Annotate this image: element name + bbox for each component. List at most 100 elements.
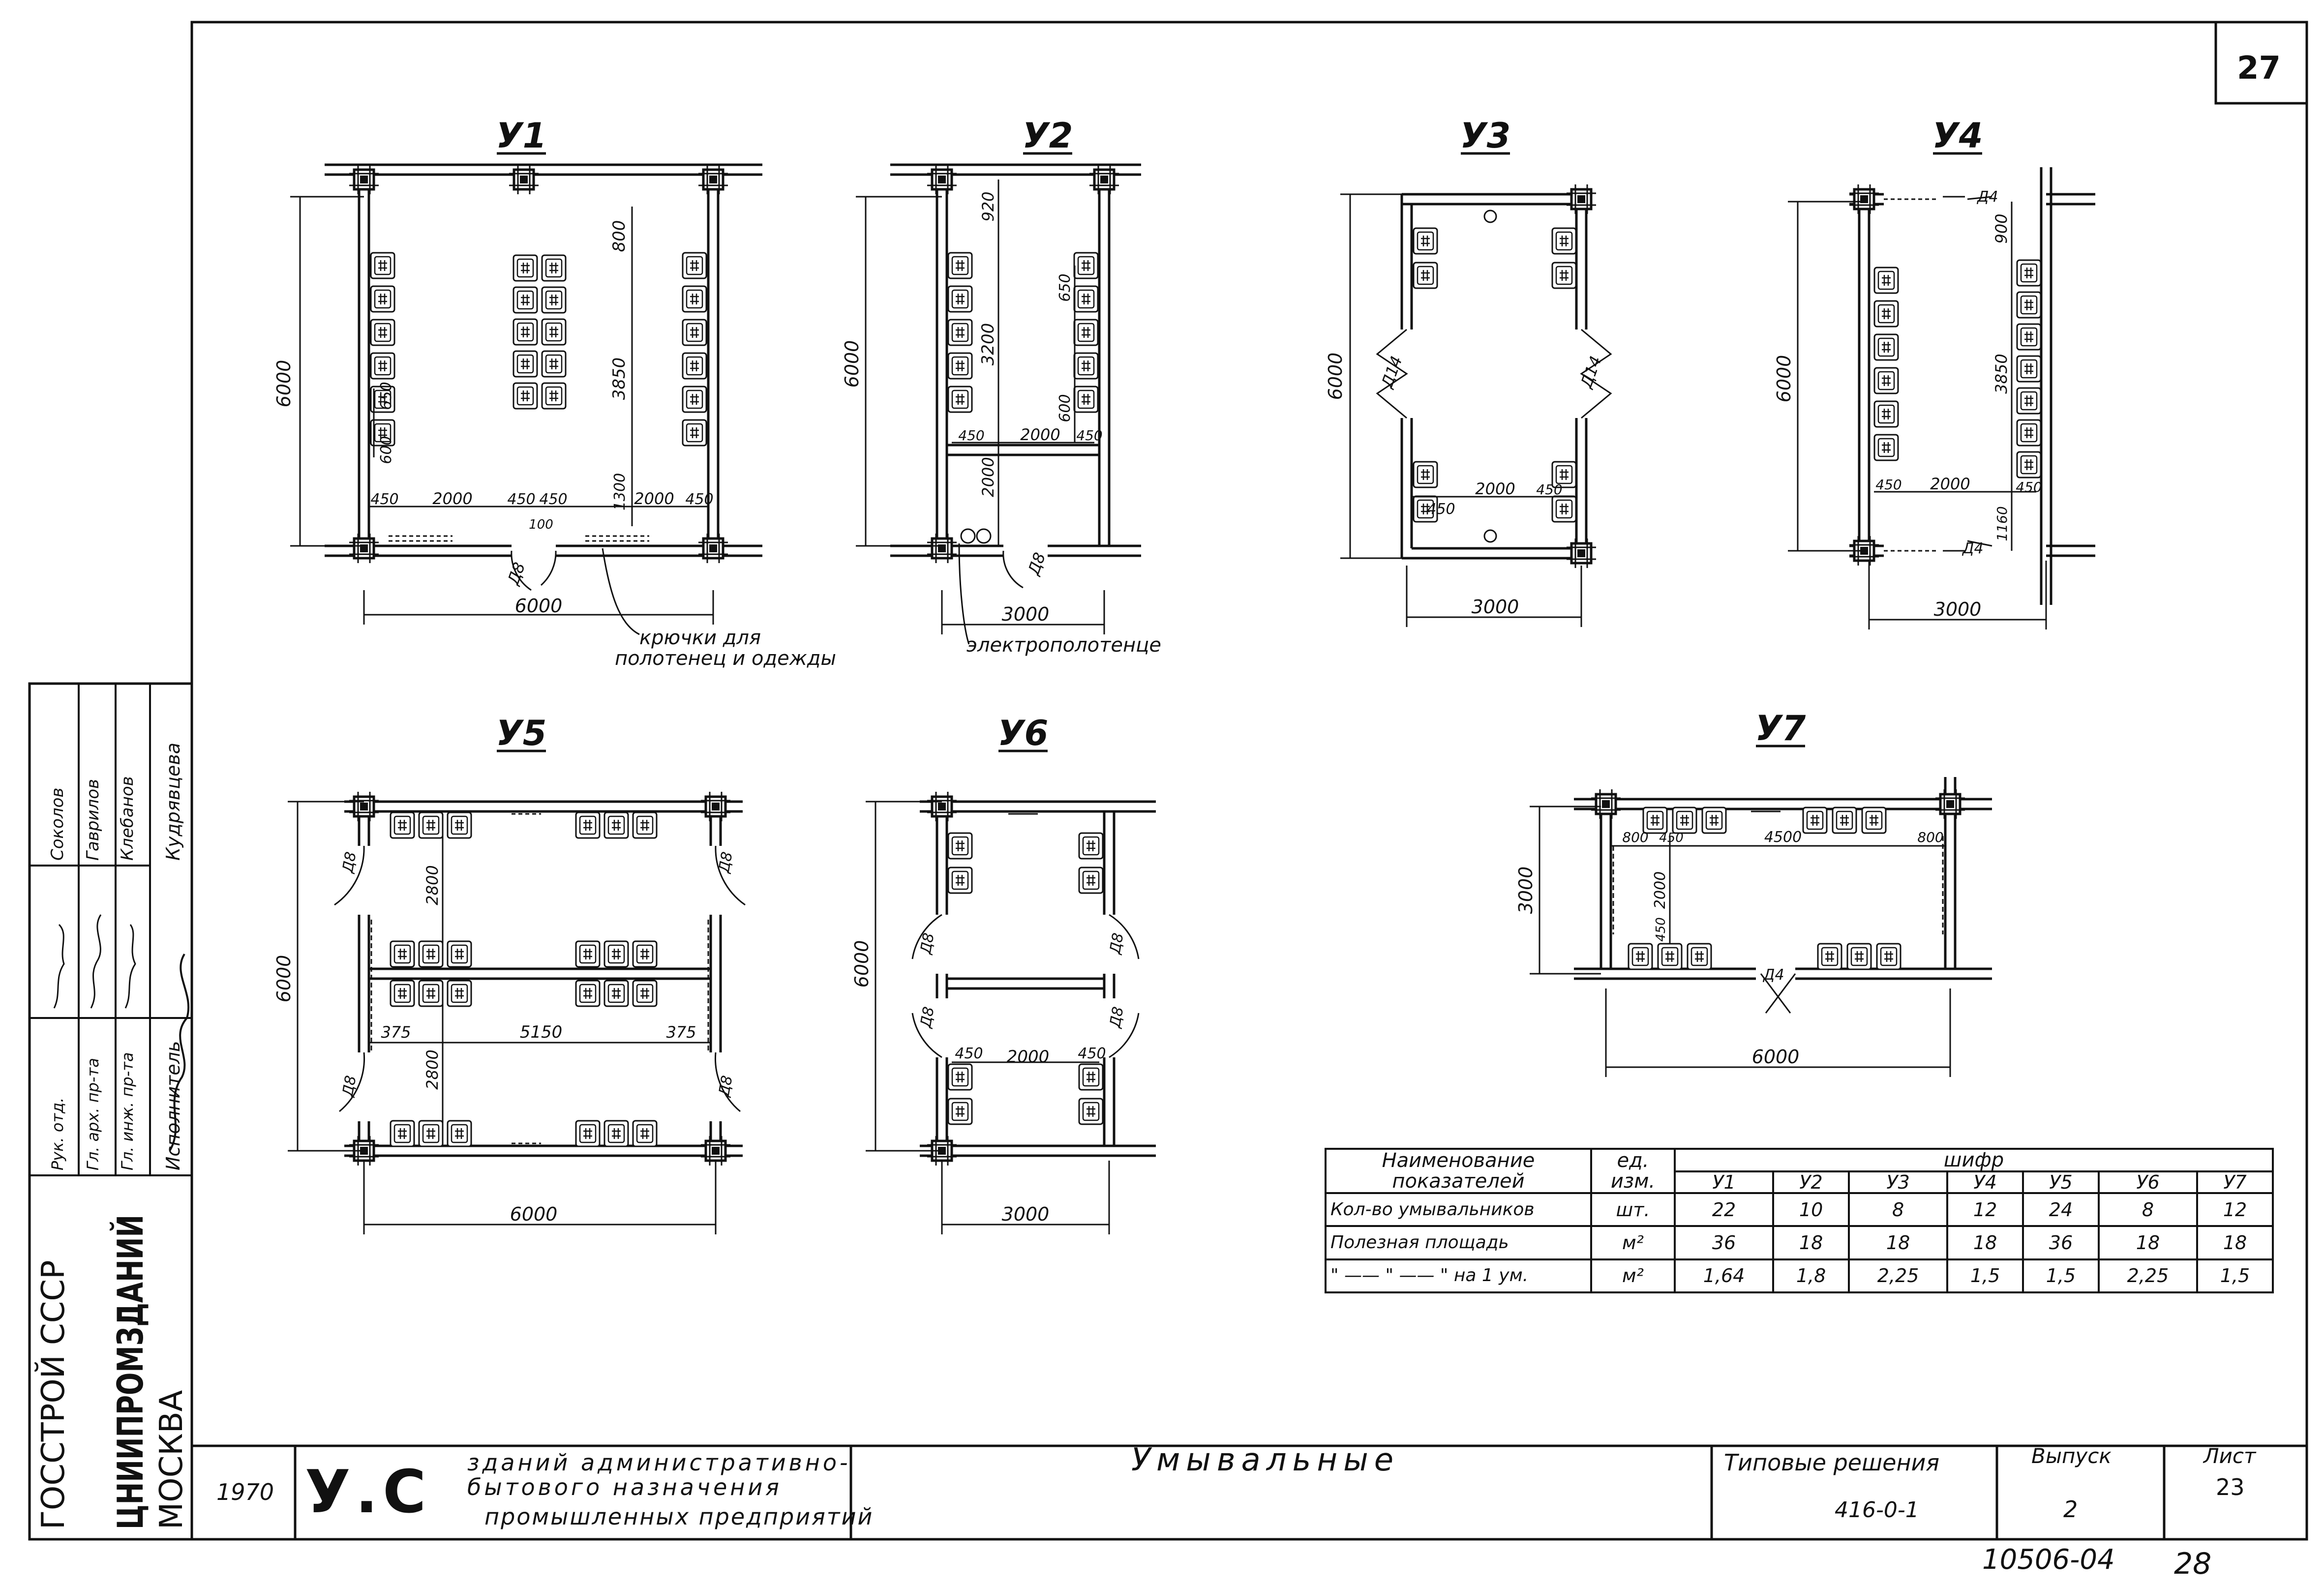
header-unit-line2: изм. <box>1610 1170 1656 1193</box>
cell: 36 <box>2022 1225 2100 1260</box>
signature-1 <box>53 924 65 1009</box>
header-unit-cell: ед. изм. <box>1590 1148 1676 1194</box>
dim-u5-d4: 5150 <box>520 1022 563 1042</box>
dim-u1-d5: 1300 <box>611 473 629 510</box>
role-4: Исполнитель <box>162 1041 184 1170</box>
issue-value: 2 <box>2063 1496 2078 1523</box>
cell: 18 <box>1946 1225 2024 1260</box>
code-u4: У4 <box>1946 1170 2024 1194</box>
dim-u2-d3: 650 <box>1056 273 1074 301</box>
dim-u2-d2: 3200 <box>978 323 998 366</box>
code-u2: У2 <box>1772 1170 1850 1194</box>
dim-u6-d2: 2000 <box>1007 1047 1050 1067</box>
header-name-line2: показателей <box>1392 1170 1525 1193</box>
dim-u2-d1: 920 <box>979 191 997 221</box>
plan-title: У5 <box>496 713 547 753</box>
door-u5-2: Д8 <box>715 850 736 875</box>
project-line1: зданий административно- <box>467 1449 851 1476</box>
spec-table: Наименование показателей ед. изм. шифр У… <box>1325 1148 2274 1294</box>
code-u3: У3 <box>1848 1170 1949 1194</box>
code-u7: У7 <box>2196 1170 2274 1194</box>
dim-u4-height: 6000 <box>1773 355 1795 403</box>
header-name-cell: Наименование показателей <box>1325 1148 1592 1194</box>
dim-u1-d3: 650 <box>378 382 395 410</box>
dim-u6-height: 6000 <box>851 940 873 988</box>
door-u6-3: Д8 <box>917 1005 937 1030</box>
dim-u3-d2: 450 <box>1427 501 1455 518</box>
header-unit-line1: ед. <box>1617 1149 1649 1172</box>
dim-u2-d5: 450 <box>958 427 984 444</box>
dim-u3-d1: 2000 <box>1475 479 1515 498</box>
table-row: Кол-во умывальников шт. 22 10 8 12 24 8 … <box>1325 1192 2274 1227</box>
table-row: Полезная площадь м² 36 18 18 18 36 18 18 <box>1325 1225 2274 1260</box>
plan-u5: У5 6000 <box>273 713 746 1234</box>
issue-label: Выпуск <box>2031 1444 2112 1468</box>
signature-4 <box>169 953 190 1152</box>
dim-u1-d7: 2000 <box>432 489 472 508</box>
door-u2: Д8 <box>1024 550 1049 578</box>
dim-u1-d11: 450 <box>685 491 713 508</box>
org-line1: ГОССТРОЙ СССР <box>34 1260 72 1529</box>
dim-u1-d8: 450 <box>507 491 535 508</box>
cell: 12 <box>1946 1192 2024 1227</box>
dim-u3-width: 3000 <box>1472 596 1519 618</box>
plan-title: У6 <box>998 713 1049 753</box>
cell: 1,8 <box>1772 1258 1850 1294</box>
door-u5-4: Д8 <box>715 1074 736 1099</box>
cell: 10 <box>1772 1192 1850 1227</box>
dim-u4-width: 3000 <box>1934 598 1982 620</box>
door-u3-left: Д14 <box>1377 354 1406 391</box>
dim-u1-d6: 450 <box>370 491 398 508</box>
dim-u1-d12: 100 <box>529 517 553 532</box>
dim-u4-d3: 450 <box>1875 477 1901 493</box>
page-number: 27 <box>2237 50 2281 87</box>
typical-code: 416-0-1 <box>1835 1497 1919 1523</box>
hooks-line1: крючки для <box>639 627 761 649</box>
annotation-dryer: электрополотенце <box>958 543 1161 657</box>
cell: 12 <box>2196 1192 2274 1227</box>
plan-u4: У4 6000 3000 900 3850 450 2000 450 1160 <box>1773 116 2095 629</box>
dim-u4-d1: 900 <box>1992 213 2011 243</box>
header-name-line1: Наименование <box>1382 1149 1535 1172</box>
dim-u6-width: 3000 <box>1002 1203 1050 1225</box>
dim-u3-height: 6000 <box>1325 353 1346 400</box>
door-u6: Д8 <box>917 931 937 956</box>
door-u3-right: Д14 <box>1576 354 1605 391</box>
cell: 8 <box>1848 1192 1949 1227</box>
door-u5-3: Д8 <box>339 1074 360 1099</box>
dim-u1-d10: 2000 <box>634 489 674 508</box>
dim-u1-d9: 450 <box>539 491 567 508</box>
door-u7: Д4 <box>1762 966 1784 984</box>
plan-title: У7 <box>1755 708 1806 748</box>
door-u5: Д8 <box>339 850 360 875</box>
name-2: Гаврилов <box>83 779 103 861</box>
dim-u7-d5: 2000 <box>1652 871 1669 909</box>
sheet-value: 23 <box>2216 1474 2245 1500</box>
drawing-title: Умывальные <box>1131 1442 1399 1478</box>
dim-u7-width: 6000 <box>1752 1046 1800 1068</box>
row-name: " —— " —— " на 1 ум. <box>1325 1258 1592 1294</box>
code-u1: У1 <box>1673 1170 1775 1194</box>
dim-u7-d4: 800 <box>1917 829 1943 845</box>
row-unit: м² <box>1590 1258 1676 1294</box>
cell: 18 <box>1772 1225 1850 1260</box>
sheet-frame <box>28 21 2308 1541</box>
year: 1970 <box>216 1479 274 1505</box>
row-name: Кол-во умывальников <box>1325 1192 1592 1227</box>
header-code: шифр <box>1674 1148 2274 1172</box>
door-u4-bottom: Д4 <box>1962 540 1984 557</box>
cell: 1,64 <box>1673 1258 1775 1294</box>
cell: 36 <box>1673 1225 1775 1260</box>
dim-u2-d4: 600 <box>1056 394 1074 422</box>
row-name: Полезная площадь <box>1325 1225 1592 1260</box>
dim-u7-d1: 800 <box>1622 829 1648 845</box>
dim-u5-d5: 375 <box>666 1023 696 1042</box>
dim-u7-height: 3000 <box>1515 867 1537 914</box>
table-row: " —— " —— " на 1 ум. м² 1,64 1,8 2,25 1,… <box>1325 1258 2274 1294</box>
dim-u4-d4: 2000 <box>1930 475 1970 493</box>
plan-u6: У6 6000 3000 450 2000 450 Д8 <box>851 713 1156 1234</box>
role-1: Рук. отд. <box>48 1098 67 1170</box>
dryer-label: электрополотенце <box>966 634 1161 657</box>
cell: 8 <box>2097 1192 2199 1227</box>
